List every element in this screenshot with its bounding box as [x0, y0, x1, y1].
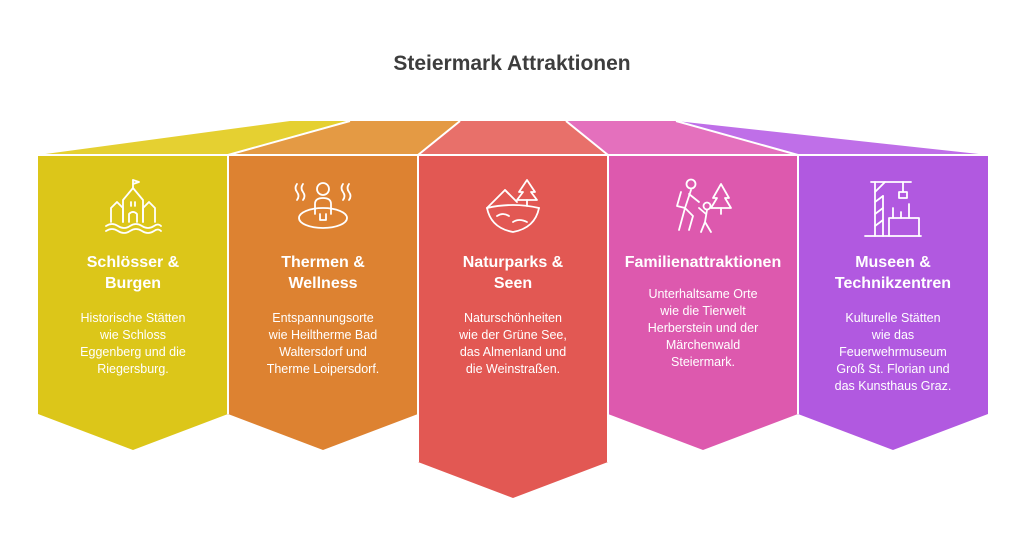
card-1-top-face [38, 121, 350, 155]
card-3-text: Naturparks & Seen Naturschönheiten wie d… [418, 252, 608, 378]
card-4-title: Familienattraktionen [624, 254, 782, 271]
page-title: Steiermark Attraktionen [393, 52, 631, 75]
card-4-description: Unterhaltsame Orte wie die Tierwelt Herb… [647, 287, 759, 369]
card-5-title: Museen & Technikzentren [834, 254, 952, 292]
card-1-body [38, 155, 228, 450]
card-1-description: Historische Stätten wie Schloss Eggenber… [80, 311, 186, 376]
card-4-body [608, 155, 798, 450]
card-3-description: Naturschönheiten wie der Grüne See, das … [459, 311, 567, 376]
card-2-title: Thermen & Wellness [281, 254, 365, 292]
card-2-text: Thermen & Wellness Entspannungsorte wie … [228, 252, 418, 378]
card-4-text: Familienattraktionen Unterhaltsame Orte … [608, 252, 798, 371]
card-2-description: Entspannungsorte wie Heiltherme Bad Walt… [266, 311, 380, 376]
card-2-body [228, 155, 418, 450]
card-3-top-face [418, 121, 608, 155]
card-3-body [418, 155, 608, 498]
card-separators [38, 120, 988, 462]
card-1-title: Schlösser & Burgen [86, 254, 180, 292]
spa-icon [294, 182, 352, 229]
card-4-top-face [566, 121, 798, 155]
card-5-description: Kulturelle Stätten wie das Feuerwehrmuse… [834, 311, 952, 393]
card-2-top-face [228, 121, 460, 155]
card-5-text: Museen & Technikzentren Kulturelle Stätt… [798, 252, 988, 395]
card-1-text: Schlösser & Burgen Historische Stätten w… [38, 252, 228, 378]
card-5-top-face [676, 121, 988, 155]
museum-crane-icon [864, 181, 922, 237]
castle-icon [105, 179, 162, 234]
card-3-title: Naturparks & Seen [462, 254, 564, 292]
family-hiking-icon [676, 178, 732, 233]
card-5-body [798, 155, 988, 450]
nature-landscape-icon [486, 179, 540, 233]
